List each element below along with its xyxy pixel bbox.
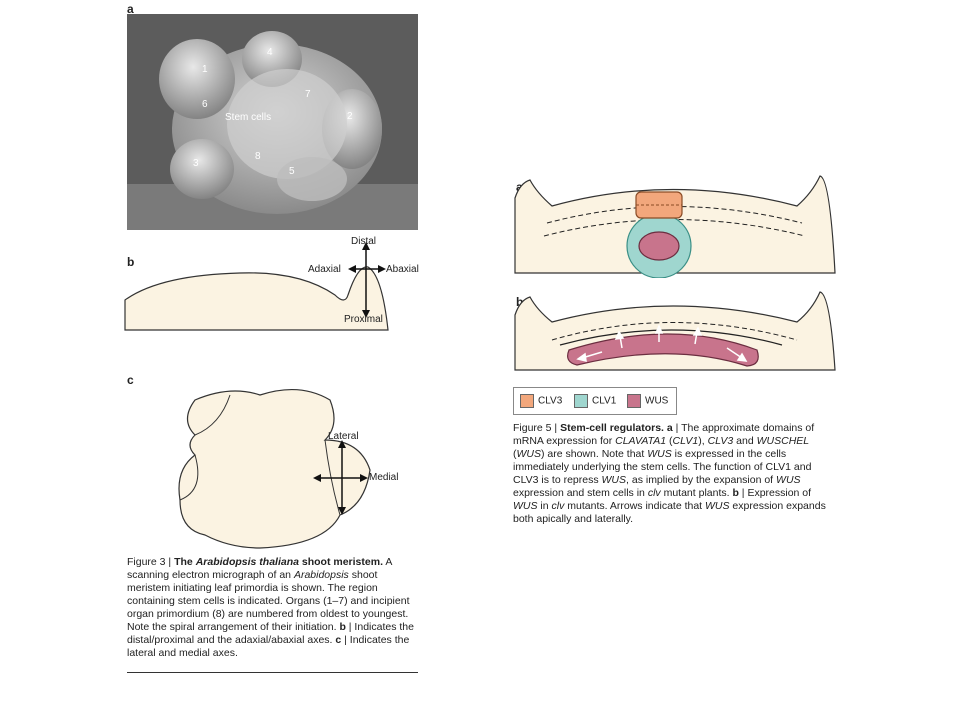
sem-label-7: 7	[305, 89, 311, 100]
legend-label-wus: WUS	[645, 395, 669, 407]
axis-label-distal: Distal	[351, 236, 377, 247]
legend-swatch-clv3	[520, 394, 534, 408]
fig5-caption-wus5: WUS	[513, 500, 538, 512]
fig3-caption-seg0: A	[383, 556, 392, 568]
fig5-caption-seg14: expression expands both apically and lat…	[513, 500, 826, 525]
fig5-caption-b: b	[732, 487, 739, 499]
fig5-caption-seg5: (	[513, 448, 517, 460]
legend-clv3: CLV3	[520, 394, 562, 408]
sem-label-4: 4	[267, 47, 273, 58]
fig3-caption-seg4: b	[339, 621, 346, 633]
sem-label-8: 8	[255, 151, 261, 162]
fig5-caption-wus1: WUS	[516, 448, 542, 460]
axis-label-abaxial: Abaxial	[386, 264, 419, 275]
fig5-caption-wuschel: WUSCHEL	[756, 435, 810, 447]
legend-wus: WUS	[627, 394, 668, 408]
sem-label-6: 6	[202, 99, 208, 110]
sem-micrograph: 1 4 6 7 Stem cells 2 8 3 5	[127, 14, 418, 230]
sem-label-1: 1	[202, 64, 208, 75]
fig3-caption-title-pre: The	[174, 556, 196, 568]
figure3-caption: Figure 3 | The Arabidopsis thaliana shoo…	[127, 556, 422, 660]
fig5-caption-clv: clv	[647, 487, 661, 499]
sem-label-5: 5	[289, 166, 295, 177]
panel-label-c: c	[127, 373, 134, 387]
fig5-caption-seg4: and	[733, 435, 757, 447]
fig5-legend: CLV3 CLV1 WUS	[513, 387, 677, 415]
legend-label-clv3: CLV3	[538, 395, 563, 407]
fig5-caption-clv2: clv	[551, 500, 565, 512]
axis-label-medial: Medial	[369, 472, 399, 483]
fig5-caption-wus3: WUS	[601, 474, 627, 486]
fig5-caption-seg11: | Expression of	[738, 487, 812, 499]
axis-label-lateral: Lateral	[328, 431, 359, 442]
panel-label-a: a	[127, 2, 134, 16]
fig5-caption-wus4: WUS	[776, 474, 801, 486]
legend-label-clv1: CLV1	[592, 395, 617, 407]
fig3-caption-prefix: Figure 3 |	[127, 556, 175, 568]
fig5-caption-seg10: mutant plants.	[660, 487, 733, 499]
fig5-panel-label-b: b	[516, 295, 524, 309]
legend-swatch-wus	[627, 394, 641, 408]
fig3-caption-title-italic: Arabidopsis thaliana	[195, 556, 299, 568]
fig5-caption-seg7: is expressed in the cells immediately un…	[513, 448, 812, 486]
meristem-side-diagram	[124, 242, 389, 331]
fig3-caption-seg5: | Indicates the distal/proximal and the …	[127, 621, 414, 646]
figure5-caption: Figure 5 | Stem-cell regulators. a | The…	[513, 422, 833, 526]
fig5-caption-a: a	[663, 422, 673, 434]
fig5-caption-clavata1: CLAVATA1	[615, 435, 667, 447]
fig5-caption-clv3: CLV3	[707, 435, 734, 447]
fig5-caption-wus2: WUS	[647, 448, 672, 460]
legend-swatch-clv1	[574, 394, 588, 408]
fig5-caption-prefix: Figure 5 |	[513, 422, 561, 434]
fig5-caption-seg9: expression and stem cells in	[513, 487, 648, 499]
fig5-caption-seg3: ),	[698, 435, 708, 447]
fig5-caption-title: Stem-cell regulators.	[560, 422, 664, 434]
fig5-diagram-b	[514, 291, 836, 371]
axis-label-proximal: Proximal	[344, 314, 383, 325]
sem-label-stem-cells: Stem cells	[225, 112, 272, 123]
panel-label-b: b	[127, 255, 135, 269]
fig5-caption-wus6: WUS	[705, 500, 730, 512]
sem-label-2: 2	[347, 111, 353, 122]
legend-clv1: CLV1	[574, 394, 616, 408]
fig5-caption-seg2: (	[666, 435, 673, 447]
fig5-caption-seg6: ) are shown. Note that	[541, 448, 648, 460]
fig3-caption-seg2: Arabidopsis	[293, 569, 349, 581]
fig3-caption-title-post: shoot meristem.	[298, 556, 383, 568]
caption-rule	[127, 672, 418, 673]
fig5-panel-label-a: a	[516, 180, 523, 194]
sem-image	[127, 14, 418, 230]
axis-label-adaxial: Adaxial	[308, 264, 341, 275]
fig5-caption-seg8: , as implied by the expansion of	[626, 474, 777, 486]
fig3-caption-seg7: | Indicates the lateral and medial axes.	[127, 634, 410, 659]
fig3-caption-seg6: c	[335, 634, 342, 646]
fig3-caption-seg3: shoot meristem initiating leaf primordia…	[127, 569, 410, 633]
fig5-caption-clv1: CLV1	[672, 435, 699, 447]
fig3-caption-seg1: scanning electron micrograph of an	[127, 569, 294, 581]
sem-label-3: 3	[193, 158, 199, 169]
fig5-caption-seg12: in	[537, 500, 552, 512]
fig5-caption-seg1: | The approximate domains of mRNA expres…	[513, 422, 815, 447]
fig5-caption-seg13: mutants. Arrows indicate that	[564, 500, 706, 512]
fig5-diagram-a	[514, 175, 836, 278]
meristem-top-diagram	[178, 388, 371, 549]
